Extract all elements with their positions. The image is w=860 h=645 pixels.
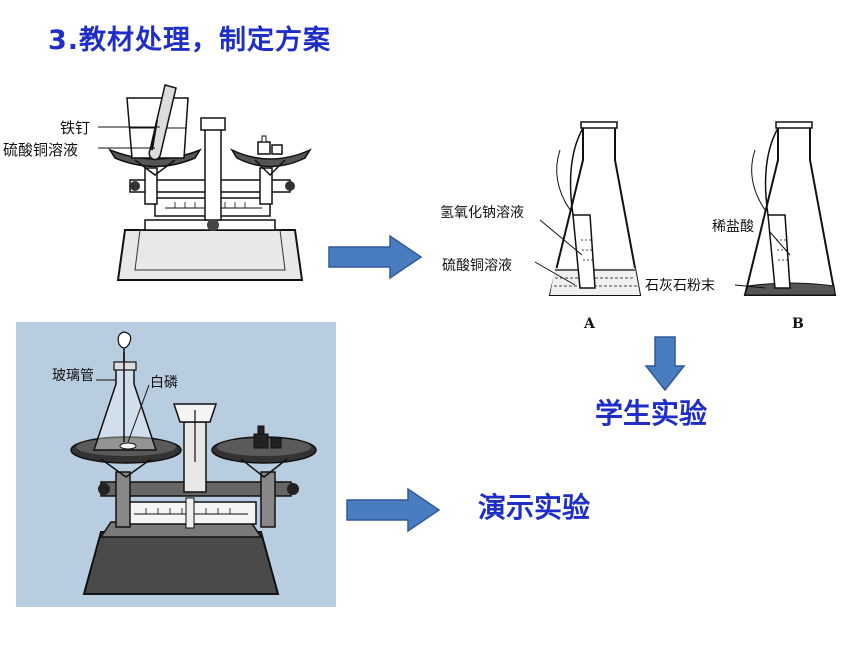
label-copper-sulfate-solution: 硫酸铜溶液 [3, 141, 79, 159]
flask-b-illustration [743, 121, 837, 296]
label-limestone-powder: 石灰石粉末 [645, 278, 715, 294]
label-sodium-hydroxide-solution: 氢氧化钠溶液 [440, 205, 524, 221]
arrow-right-icon-2 [346, 487, 441, 533]
arrow-right-icon [328, 234, 423, 280]
label-flask-b: B [792, 316, 804, 332]
student-experiment-label: 学生实验 [595, 397, 708, 430]
label-flask-a: A [584, 316, 595, 332]
balance-1-illustration [98, 84, 312, 281]
label-iron-nail: 铁钉 [60, 119, 91, 137]
flask-a-illustration [548, 121, 642, 296]
balance-2-illustration [70, 331, 317, 595]
arrow-down-icon [644, 336, 686, 392]
label-glass-tube: 玻璃管 [52, 368, 94, 384]
label-white-phosphorus: 白磷 [150, 375, 178, 391]
label-dilute-hydrochloric-acid: 稀盐酸 [712, 219, 754, 235]
page-title: 3.教材处理，制定方案 [48, 25, 332, 56]
label-copper-sulfate-solution-a: 硫酸铜溶液 [442, 258, 512, 274]
demonstration-experiment-label: 演示实验 [478, 491, 591, 524]
